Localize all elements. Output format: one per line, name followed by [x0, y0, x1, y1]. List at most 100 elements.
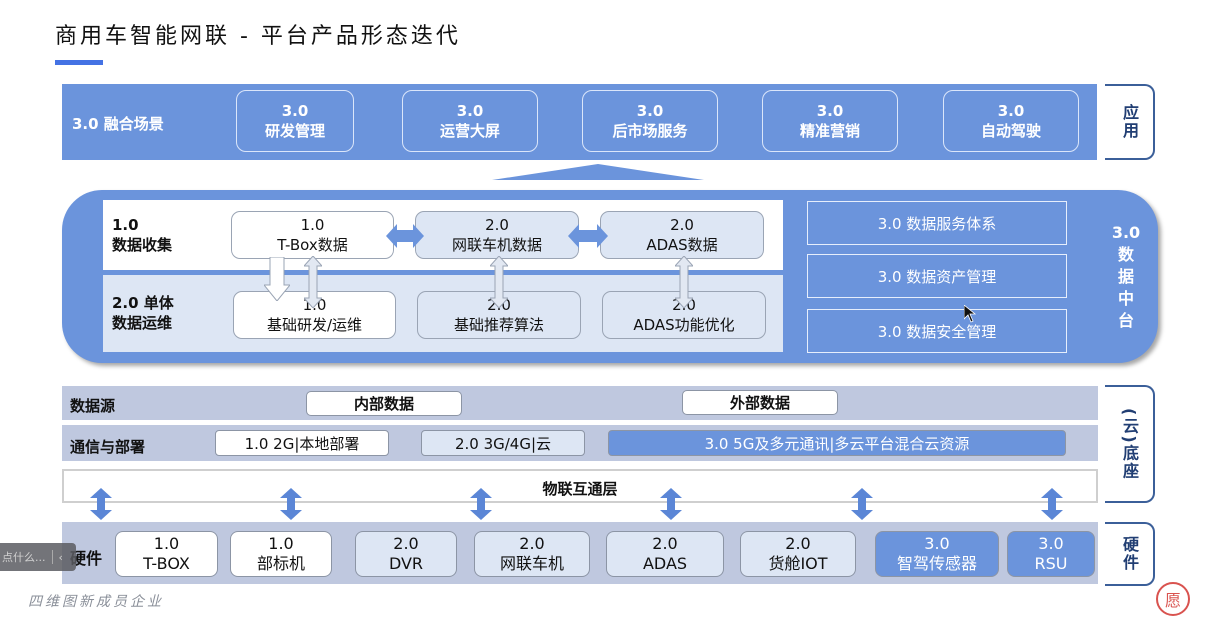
hw-version: 2.0: [393, 534, 419, 553]
hw-version: 3.0: [1038, 534, 1064, 553]
double-arrow-icon: [568, 224, 608, 248]
side-tag-char: 台: [1117, 311, 1134, 330]
hw-name: RSU: [1034, 554, 1068, 573]
hw-name: 智驾传感器: [896, 554, 977, 573]
app-card-version: 3.0: [816, 102, 844, 120]
app-card-name: 研发管理: [264, 122, 325, 140]
card-version: 1.0: [300, 216, 325, 234]
service-data-security-management[interactable]: 3.0 数据安全管理: [807, 309, 1067, 353]
vertical-double-arrow-icon: [851, 488, 873, 520]
app-card-rd-management[interactable]: 3.0 研发管理: [236, 90, 354, 152]
application-label: 3.0 融合场景: [72, 115, 164, 133]
hw-version: 2.0: [652, 534, 678, 553]
comm-2g-local[interactable]: 1.0 2G|本地部署: [215, 430, 389, 456]
hw-name: 部标机: [256, 554, 305, 573]
side-tag-application: 应用: [1105, 84, 1155, 160]
app-card-autonomous-driving[interactable]: 3.0 自动驾驶: [943, 90, 1079, 152]
service-data-asset-management[interactable]: 3.0 数据资产管理: [807, 254, 1067, 298]
data-source-label: 数据源: [70, 397, 116, 415]
mouse-cursor-icon: [964, 305, 976, 323]
vertical-double-arrow-icon: [490, 256, 508, 308]
app-card-aftermarket[interactable]: 3.0 后市场服务: [582, 90, 718, 152]
comm-5g-hybrid-cloud[interactable]: 3.0 5G及多元通讯|多云平台混合云资源: [608, 430, 1066, 456]
seal-stamp-icon: 愿: [1156, 582, 1190, 616]
hw-version: 1.0: [153, 534, 180, 553]
side-tag-char: 中: [1117, 289, 1134, 308]
card-version: 2.0: [670, 216, 694, 234]
card-name: 基础推荐算法: [453, 316, 544, 334]
down-arrow-icon: [264, 257, 290, 301]
service-data-service-system[interactable]: 3.0 数据服务体系: [807, 201, 1067, 245]
vertical-double-arrow-icon: [304, 256, 322, 308]
side-tag-hardware: 硬件: [1105, 522, 1155, 586]
double-arrow-icon: [386, 224, 424, 248]
vertical-double-arrow-icon: [280, 488, 302, 520]
data-ops-label: 2.0 单体 数据运维: [112, 293, 174, 333]
hw-version: 3.0: [924, 534, 950, 553]
vertical-double-arrow-icon: [675, 256, 693, 308]
data-ops-label-name: 数据运维: [112, 314, 173, 332]
card-adas-data[interactable]: 2.0 ADAS数据: [600, 211, 764, 259]
hw-dvr[interactable]: 2.0 DVR: [355, 531, 457, 577]
iot-layer: [62, 469, 1098, 503]
card-name: ADAS功能优化: [633, 316, 735, 334]
hw-name: 货舱IOT: [768, 554, 828, 573]
app-card-name: 精准营销: [799, 122, 860, 140]
external-data-chip[interactable]: 外部数据: [682, 390, 838, 415]
hw-name: ADAS: [642, 554, 688, 573]
card-tbox-data[interactable]: 1.0 T-Box数据: [231, 211, 394, 259]
card-name: 基础研发/运维: [266, 316, 363, 334]
title-underline: [55, 60, 103, 65]
side-tag-data-platform: 3.0 数 据 中 台: [1105, 222, 1147, 332]
hw-name: 网联车机: [499, 554, 564, 573]
card-name: ADAS数据: [646, 236, 718, 254]
data-collection-label-version: 1.0: [112, 216, 139, 234]
side-tag-cloud-base: (云)底座: [1105, 385, 1155, 503]
footer-company-note: 四维图新成员企业: [28, 594, 164, 610]
app-card-version: 3.0: [636, 102, 664, 120]
vertical-double-arrow-icon: [660, 488, 682, 520]
hardware-label: 硬件: [70, 549, 103, 568]
comm-3g4g-cloud[interactable]: 2.0 3G/4G|云: [421, 430, 585, 456]
hw-version: 1.0: [268, 534, 294, 553]
vertical-double-arrow-icon: [1041, 488, 1063, 520]
vertical-double-arrow-icon: [90, 488, 112, 520]
iot-layer-label: 物联互通层: [542, 480, 618, 498]
app-card-version: 3.0: [281, 102, 309, 120]
hw-standard-terminal[interactable]: 1.0 部标机: [230, 531, 332, 577]
app-card-name: 后市场服务: [612, 122, 688, 140]
application-band: [62, 84, 1097, 160]
vertical-double-arrow-icon: [470, 488, 492, 520]
hw-rsu[interactable]: 3.0 RSU: [1007, 531, 1095, 577]
tooltip-text: 点什么...: [2, 551, 46, 564]
up-triangle-connector: [492, 164, 704, 180]
hw-tbox[interactable]: 1.0 T-BOX: [115, 531, 218, 577]
app-card-name: 运营大屏: [439, 122, 500, 140]
data-collection-label: 1.0 数据收集: [112, 215, 172, 255]
internal-data-chip[interactable]: 内部数据: [306, 391, 462, 416]
hw-connected-head-unit[interactable]: 2.0 网联车机: [474, 531, 590, 577]
communication-label: 通信与部署: [70, 438, 146, 456]
hw-adas[interactable]: 2.0 ADAS: [606, 531, 724, 577]
app-card-precision-marketing[interactable]: 3.0 精准营销: [762, 90, 898, 152]
card-connected-head-unit-data[interactable]: 2.0 网联车机数据: [415, 211, 579, 259]
side-tag-char: 据: [1117, 267, 1134, 286]
card-name: T-Box数据: [277, 236, 348, 254]
app-card-version: 3.0: [997, 102, 1025, 120]
chevron-left-icon[interactable]: ‹: [58, 550, 63, 564]
card-version: 2.0: [485, 216, 509, 234]
hw-adas-sensor[interactable]: 3.0 智驾传感器: [875, 531, 999, 577]
hw-version: 2.0: [785, 534, 811, 553]
hw-cargo-iot[interactable]: 2.0 货舱IOT: [740, 531, 856, 577]
data-source-row: [62, 386, 1098, 420]
data-collection-label-name: 数据收集: [112, 236, 173, 254]
hw-name: DVR: [388, 554, 424, 573]
card-name: 网联车机数据: [451, 236, 542, 254]
floating-search-tooltip[interactable]: 点什么... ‹: [0, 543, 76, 571]
hw-name: T-BOX: [143, 554, 190, 573]
data-ops-label-version: 2.0 单体: [112, 294, 174, 312]
side-tag-char: 数: [1117, 245, 1134, 264]
app-card-ops-screen[interactable]: 3.0 运营大屏: [402, 90, 538, 152]
tooltip-divider: [51, 550, 53, 564]
app-card-name: 自动驾驶: [980, 122, 1041, 140]
